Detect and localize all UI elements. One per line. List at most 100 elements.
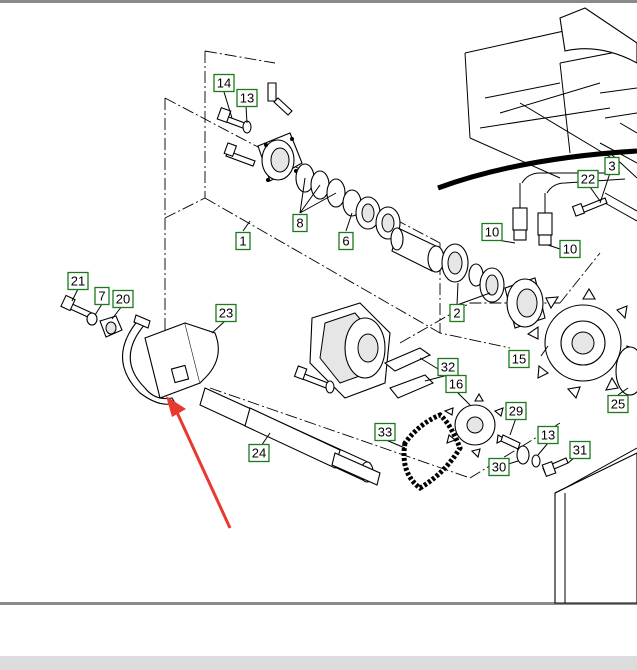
callout-number: 30 xyxy=(492,459,506,474)
callout-box xyxy=(215,303,237,323)
callout-number: 13 xyxy=(541,427,555,442)
callout-13: 13 xyxy=(537,425,559,445)
callout-number: 29 xyxy=(509,403,523,418)
callout-3: 3 xyxy=(604,156,620,176)
fitting-10-left xyxy=(512,172,620,241)
assembly-boundary-2 xyxy=(209,252,601,479)
callout-number: 21 xyxy=(71,273,85,288)
curved-bracket xyxy=(121,314,176,405)
bolt-22 xyxy=(571,192,637,222)
callout-15: 15 xyxy=(508,349,530,369)
splined-shaft xyxy=(390,227,445,273)
callout-box xyxy=(481,222,503,242)
callout-box xyxy=(604,156,620,176)
bracket-23 xyxy=(144,322,219,399)
callout-box xyxy=(488,457,510,477)
callout-box xyxy=(338,231,354,251)
callout-22: 22 xyxy=(577,169,599,189)
callout-number: 31 xyxy=(573,442,587,457)
drive-belt xyxy=(437,148,637,191)
callout-box xyxy=(292,213,308,233)
side-panel xyxy=(554,447,637,604)
callout-number: 7 xyxy=(98,288,105,303)
callout-box xyxy=(537,425,559,445)
pin xyxy=(267,82,293,116)
callout-6: 6 xyxy=(338,231,354,251)
callout-21: 21 xyxy=(67,271,89,291)
callout-box xyxy=(559,239,581,259)
callout-number: 14 xyxy=(217,75,231,90)
callout-number: 25 xyxy=(611,396,625,411)
callout-13: 13 xyxy=(236,88,258,108)
callout-box xyxy=(248,443,270,463)
callout-number: 20 xyxy=(116,291,130,306)
callout-box xyxy=(374,422,396,442)
callout-box xyxy=(445,374,467,394)
callout-number: 6 xyxy=(342,233,349,248)
callout-box xyxy=(94,286,110,306)
exploded-parts-diagram: 1413816101022232172023152532163329133130… xyxy=(60,7,637,604)
red-pointer-arrow xyxy=(166,396,232,529)
nut-20 xyxy=(99,315,123,338)
callout-24: 24 xyxy=(248,443,270,463)
callout-number: 24 xyxy=(252,445,266,460)
key-29 xyxy=(500,434,521,450)
callout-number: 10 xyxy=(485,224,499,239)
chain-33 xyxy=(401,412,463,492)
washer-7 xyxy=(86,312,98,326)
callout-10: 10 xyxy=(481,222,503,242)
callout-number: 32 xyxy=(441,359,455,374)
callout-box xyxy=(213,73,235,93)
shaft-24 xyxy=(199,387,381,486)
callout-number: 33 xyxy=(378,424,392,439)
callout-number: 1 xyxy=(239,233,246,248)
callout-number: 10 xyxy=(563,241,577,256)
plates-25 xyxy=(383,347,434,399)
leader-lines xyxy=(71,91,629,468)
flange-housing xyxy=(257,132,303,182)
callout-box xyxy=(67,271,89,291)
bottom-scroll-strip xyxy=(0,656,637,670)
bolt-31 xyxy=(541,457,569,478)
callout-25: 25 xyxy=(607,394,629,414)
callout-number: 2 xyxy=(453,305,460,320)
callout-10: 10 xyxy=(559,239,581,259)
callout-box xyxy=(112,289,134,309)
callout-23: 23 xyxy=(215,303,237,323)
hydraulic-motor xyxy=(309,302,391,399)
callout-number: 16 xyxy=(449,376,463,391)
callout-32: 32 xyxy=(437,357,459,377)
callout-number: 13 xyxy=(240,90,254,105)
bearing-hub xyxy=(504,277,546,329)
ring-16 xyxy=(615,346,637,396)
callout-30: 30 xyxy=(488,457,510,477)
callout-8: 8 xyxy=(292,213,308,233)
bearing-6 xyxy=(342,189,401,240)
callout-33: 33 xyxy=(374,422,396,442)
bearings-2 xyxy=(441,243,505,303)
callout-box xyxy=(607,394,629,414)
callout-box xyxy=(577,169,599,189)
callout-16: 16 xyxy=(445,374,467,394)
callout-7: 7 xyxy=(94,286,110,306)
callout-number: 23 xyxy=(219,305,233,320)
bolt-21 xyxy=(60,294,93,319)
callout-box xyxy=(236,88,258,108)
callout-number: 15 xyxy=(512,351,526,366)
bolt-lower xyxy=(223,142,256,167)
callout-number: 22 xyxy=(581,171,595,186)
callout-14: 14 xyxy=(213,73,235,93)
callout-2: 2 xyxy=(449,303,465,323)
callout-29: 29 xyxy=(505,401,527,421)
machine-frame-top-right xyxy=(464,7,637,179)
callout-number: 3 xyxy=(608,158,615,173)
sprocket-32 xyxy=(443,392,507,459)
callout-box xyxy=(569,440,591,460)
washer-13-lower xyxy=(516,445,541,468)
callout-box xyxy=(235,231,251,251)
callout-31: 31 xyxy=(569,440,591,460)
seal-rings-8 xyxy=(295,163,346,208)
fitting-10-right xyxy=(537,178,626,246)
